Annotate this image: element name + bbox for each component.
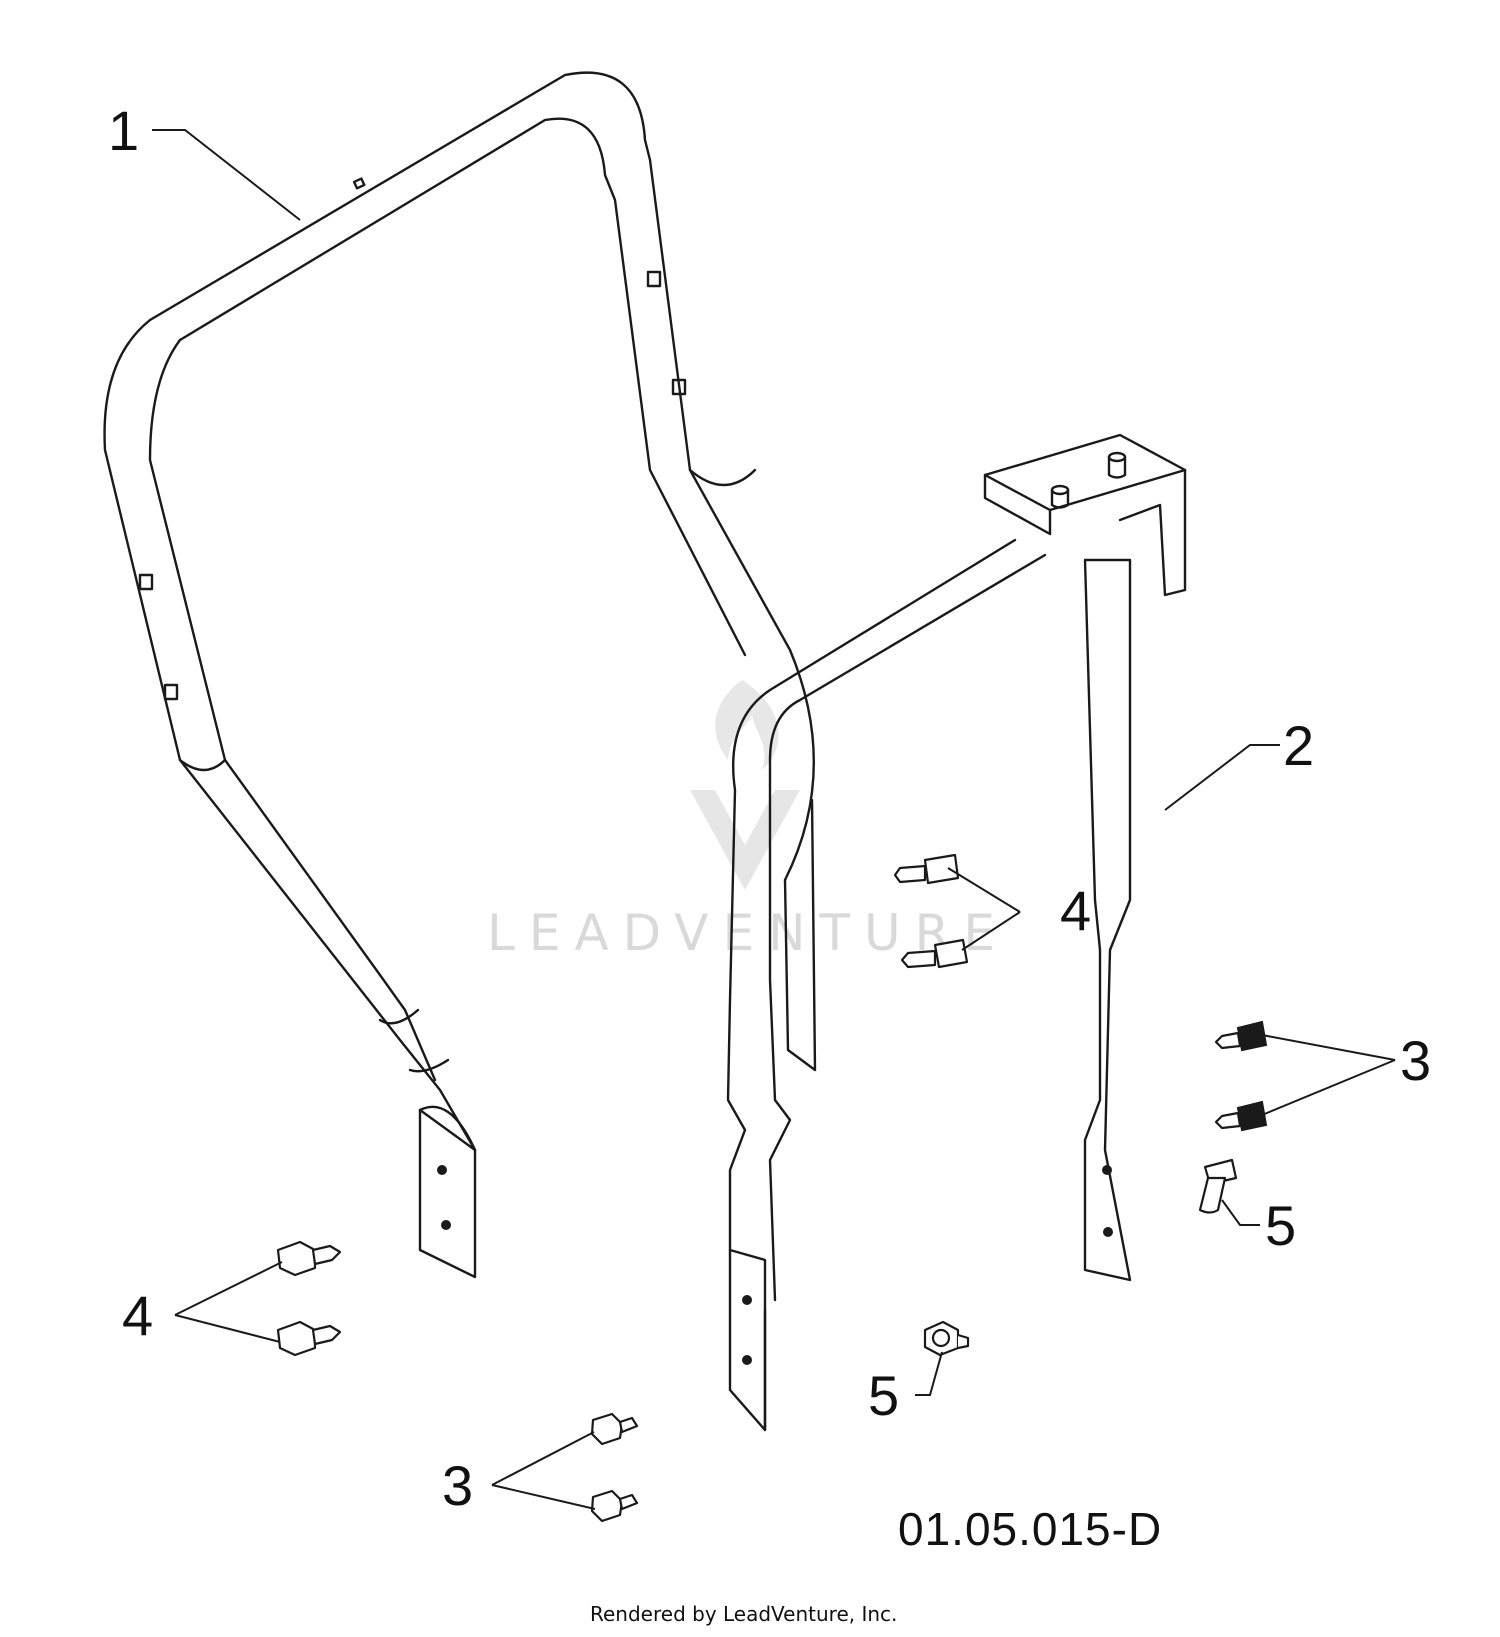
callout-4-lower: 4 <box>122 1284 153 1347</box>
part-1-rollover-frame <box>103 71 815 1279</box>
nut-3-right-b <box>1214 1100 1268 1132</box>
callout-labels: 1 2 3 3 4 4 5 5 <box>108 99 1431 1517</box>
callout-1: 1 <box>108 99 139 162</box>
nut-3-right-a <box>1214 1020 1268 1052</box>
bolt-4-upper-b <box>900 938 969 969</box>
drawing-code: 01.05.015-D <box>898 1503 1162 1555</box>
leader-lines <box>152 129 1396 1510</box>
callout-5-lower: 5 <box>868 1364 899 1427</box>
bolt-5-lower <box>923 1320 970 1357</box>
callout-3-right: 3 <box>1400 1029 1431 1092</box>
nut-3-lower-a <box>590 1412 639 1446</box>
footer-credit: Rendered by LeadVenture, Inc. <box>590 1602 897 1626</box>
callout-2: 2 <box>1283 714 1314 777</box>
callout-5-right: 5 <box>1265 1194 1296 1257</box>
bolt-4-upper-a <box>893 853 960 885</box>
bolt-4-lower-a <box>276 1240 342 1277</box>
leadventure-logo-icon <box>690 680 800 890</box>
part-2-mounting-frame <box>726 433 1187 1432</box>
watermark: LEADVENTURE <box>487 680 995 962</box>
nut-3-lower-b <box>590 1489 639 1523</box>
bolt-5-right <box>1198 1158 1238 1214</box>
bolt-4-lower-b <box>276 1320 342 1357</box>
callout-4-upper: 4 <box>1060 879 1091 942</box>
callout-3-lower: 3 <box>442 1454 473 1517</box>
